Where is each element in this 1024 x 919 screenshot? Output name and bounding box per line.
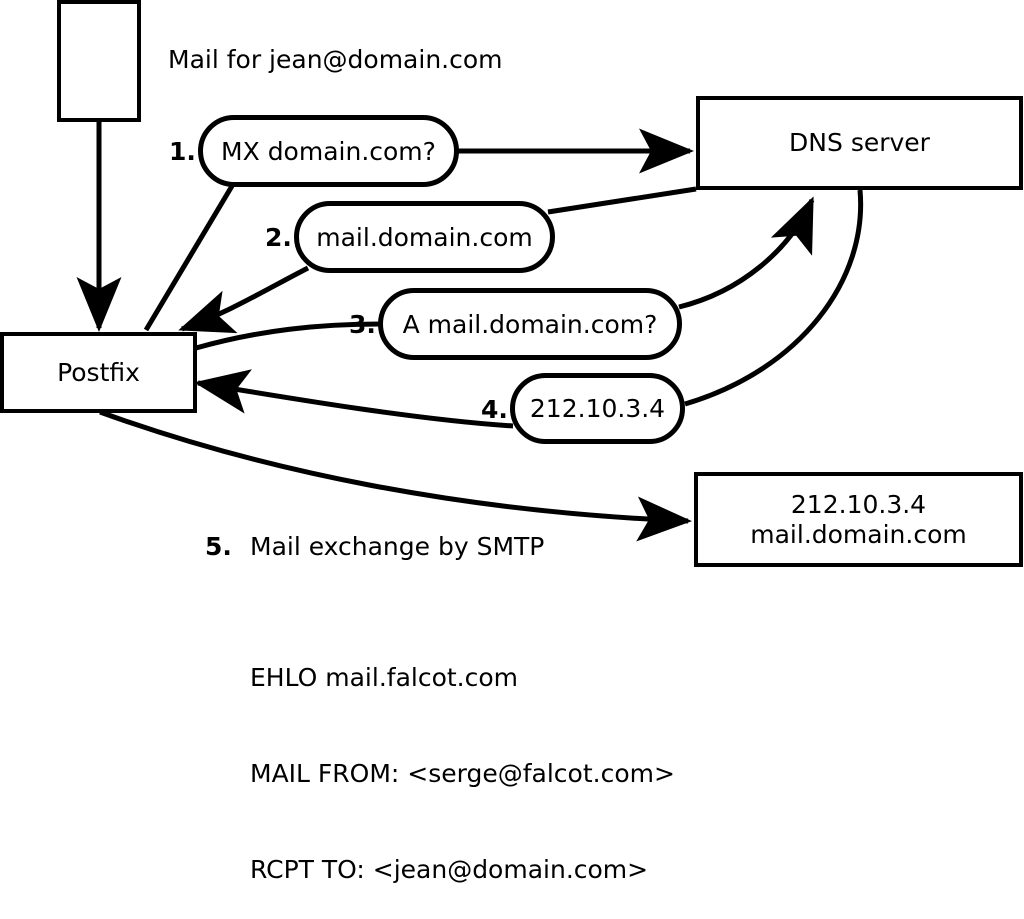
- smtp-transcript: EHLO mail.falcot.com MAIL FROM: <serge@f…: [250, 598, 675, 919]
- step-5-label: Mail exchange by SMTP: [250, 532, 545, 561]
- step-number-4: 4.: [481, 395, 508, 424]
- mail-server-ip: 212.10.3.4: [790, 490, 927, 519]
- step-bubble-2: mail.domain.com: [294, 201, 555, 273]
- step-number-3: 3.: [349, 310, 376, 339]
- postfix-box: Postfix: [0, 332, 197, 413]
- step-number-5: 5.: [205, 532, 232, 561]
- step-bubble-4-label: 212.10.3.4: [529, 394, 666, 423]
- step-bubble-3-label: A mail.domain.com?: [402, 309, 658, 339]
- sender-box: [57, 0, 141, 122]
- step-bubble-3: A mail.domain.com?: [378, 288, 682, 360]
- step-bubble-1: MX domain.com?: [198, 115, 459, 187]
- postfix-label: Postfix: [57, 357, 140, 387]
- page-title: Mail for jean@domain.com: [168, 45, 503, 74]
- smtp-line: EHLO mail.falcot.com: [250, 663, 519, 692]
- dns-server-box: DNS server: [696, 96, 1023, 190]
- edge-postfix-to-bubble3: [195, 321, 381, 351]
- edge-bubble2-to-postfix: [178, 265, 310, 334]
- smtp-line: MAIL FROM: <serge@falcot.com>: [250, 759, 675, 788]
- edge-postfix-to-mailserver: [99, 409, 692, 542]
- mail-server-box: 212.10.3.4 mail.domain.com: [694, 472, 1023, 567]
- mail-server-hostname: mail.domain.com: [750, 519, 967, 549]
- step-bubble-4: 212.10.3.4: [510, 373, 685, 444]
- step-bubble-1-label: MX domain.com?: [221, 136, 436, 166]
- edge-bubble1-tail-to-postfix: [143, 184, 235, 332]
- dns-server-label: DNS server: [789, 128, 930, 158]
- step-number-2: 2.: [265, 223, 292, 252]
- edge-dns-to-bubble4: [684, 189, 864, 407]
- step-bubble-2-label: mail.domain.com: [316, 222, 533, 252]
- edge-dns-to-bubble2: [547, 186, 697, 215]
- edge-bubble3-to-dns: [678, 196, 815, 310]
- step-number-1: 1.: [169, 137, 196, 166]
- edge-bubble4-to-postfix: [194, 369, 514, 429]
- smtp-line: RCPT TO: <jean@domain.com>: [250, 855, 649, 884]
